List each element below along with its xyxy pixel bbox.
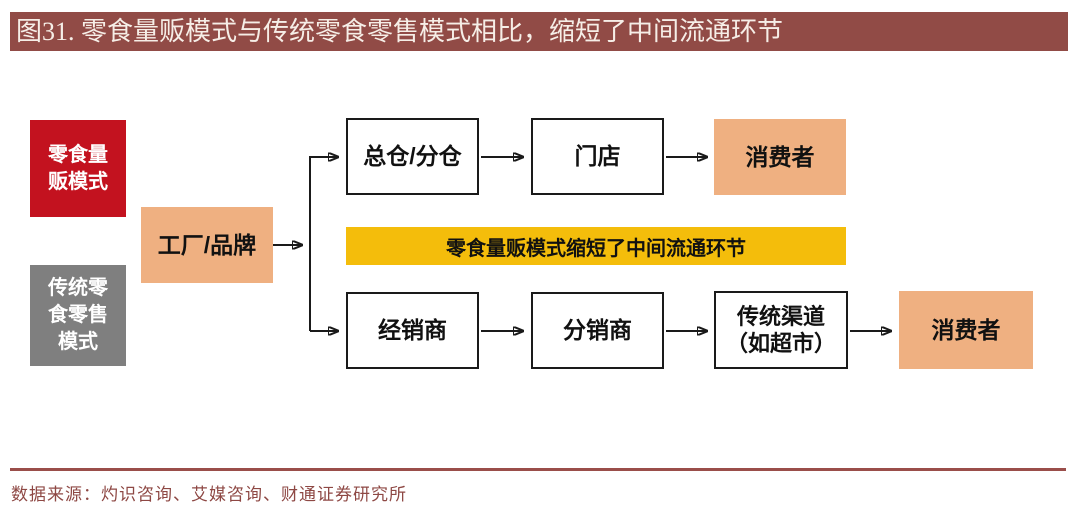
data-source-note: 数据来源：灼识咨询、艾媒咨询、财通证券研究所 [11, 485, 407, 504]
mode-badge-snack-bulk: 零食量 贩模式 [30, 120, 126, 217]
node-consumer-top: 消费者 [714, 119, 846, 195]
node-consumer-bottom: 消费者 [899, 291, 1033, 369]
footer-divider [10, 468, 1066, 471]
arrow-junction-to-warehouse [309, 157, 337, 331]
node-traditional-channel: 传统渠道 （如超市） [714, 291, 848, 369]
figure-title-bar: 图31. 零食量贩模式与传统零食零售模式相比，缩短了中间流通环节 [10, 12, 1068, 51]
mode-badge-traditional-retail: 传统零 食零售 模式 [30, 265, 126, 366]
node-factory-brand: 工厂/品牌 [141, 207, 273, 283]
node-distributor: 分销商 [531, 292, 664, 369]
node-store: 门店 [531, 118, 664, 195]
node-central-warehouse: 总仓/分仓 [346, 118, 479, 195]
node-dealer: 经销商 [346, 292, 479, 369]
highlight-banner: 零食量贩模式缩短了中间流通环节 [346, 227, 846, 265]
